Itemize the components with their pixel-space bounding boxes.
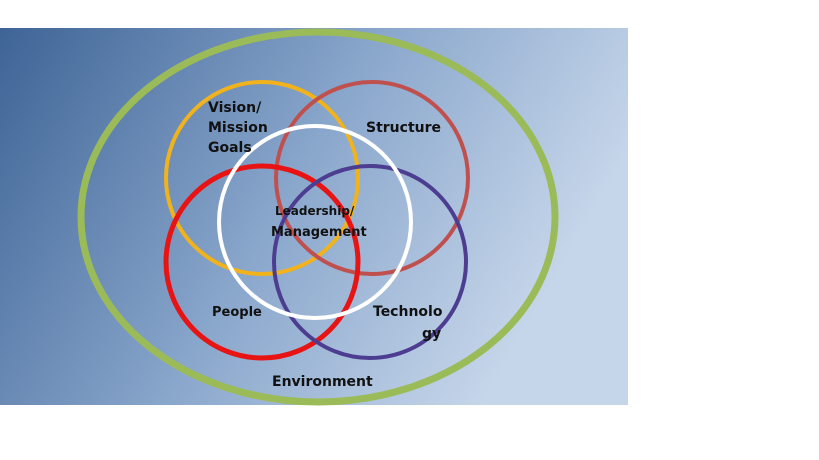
label-leadership-line-1: Leadership/ <box>275 204 355 218</box>
label-vision-line-2: Mission <box>208 120 268 136</box>
people-circle <box>163 163 361 361</box>
structure-circle <box>274 80 470 276</box>
label-vision-line-1: Vision/ <box>208 100 262 116</box>
label-people: People <box>212 305 262 320</box>
label-vision-line-3: Goals <box>208 140 252 156</box>
label-structure: Structure <box>366 120 441 136</box>
environment-ellipse <box>77 28 559 406</box>
leadership-management-circle <box>217 124 413 320</box>
label-technology-line-2: gy <box>422 326 441 342</box>
vision-mission-goals-circle <box>164 80 360 276</box>
label-technology-line-1: Technolo <box>373 304 443 320</box>
technology-circle <box>272 164 468 360</box>
label-environment: Environment <box>272 374 373 390</box>
label-leadership-line-2: Management <box>271 225 367 240</box>
